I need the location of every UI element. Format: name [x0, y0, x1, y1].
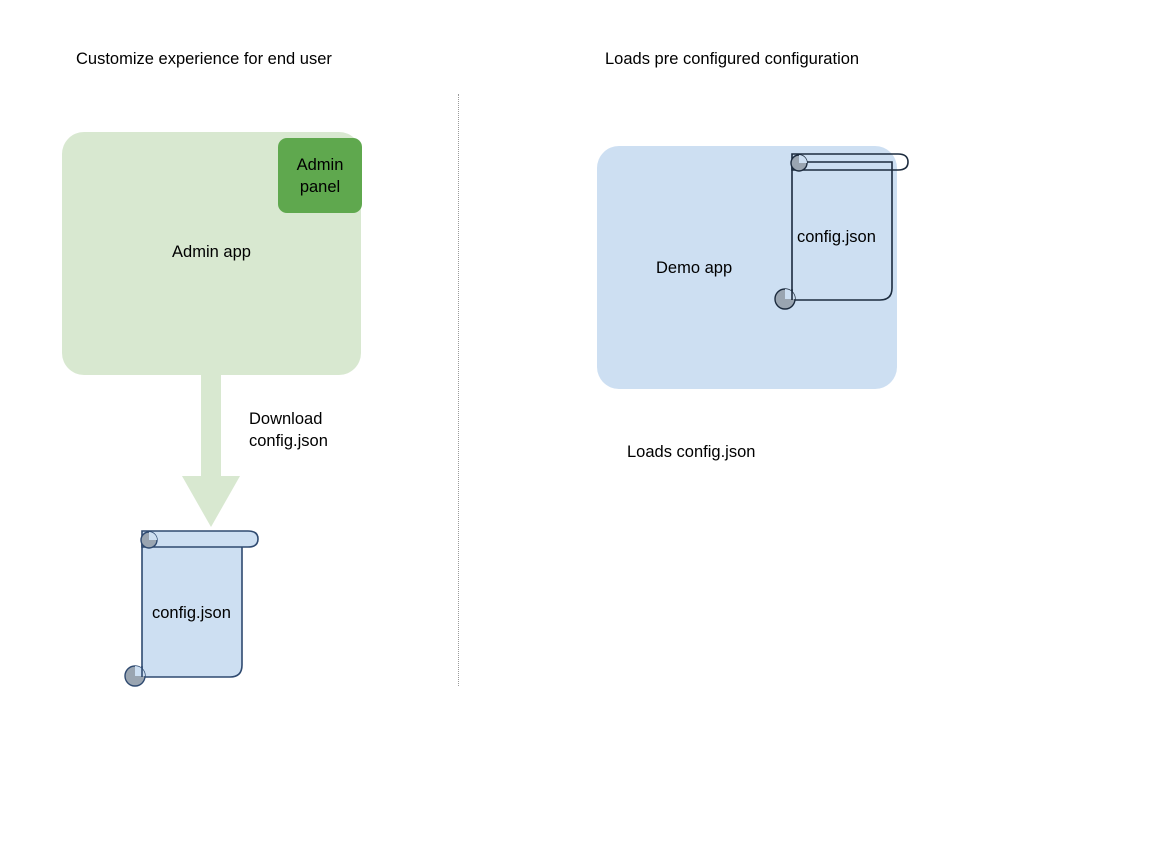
doc-right-label: config.json [797, 228, 876, 246]
scroll-document-icon-left[interactable] [118, 525, 268, 695]
column-divider [458, 94, 459, 686]
demo-app-box[interactable] [597, 146, 897, 389]
admin-panel-label: Admin panel [296, 155, 344, 196]
admin-app-label: Admin app [172, 243, 251, 261]
right-column-title: Loads pre configured configuration [605, 50, 860, 68]
left-column-title: Customize experience for end user [76, 50, 332, 68]
doc-left-label: config.json [152, 604, 231, 622]
download-caption: Download config.json [249, 410, 328, 450]
admin-panel-badge[interactable]: Admin panel [278, 138, 362, 213]
loads-config-caption: Loads config.json [627, 443, 756, 461]
scroll-document-icon-right[interactable] [768, 148, 918, 318]
demo-app-label: Demo app [656, 259, 733, 277]
down-arrow-icon [182, 370, 240, 527]
